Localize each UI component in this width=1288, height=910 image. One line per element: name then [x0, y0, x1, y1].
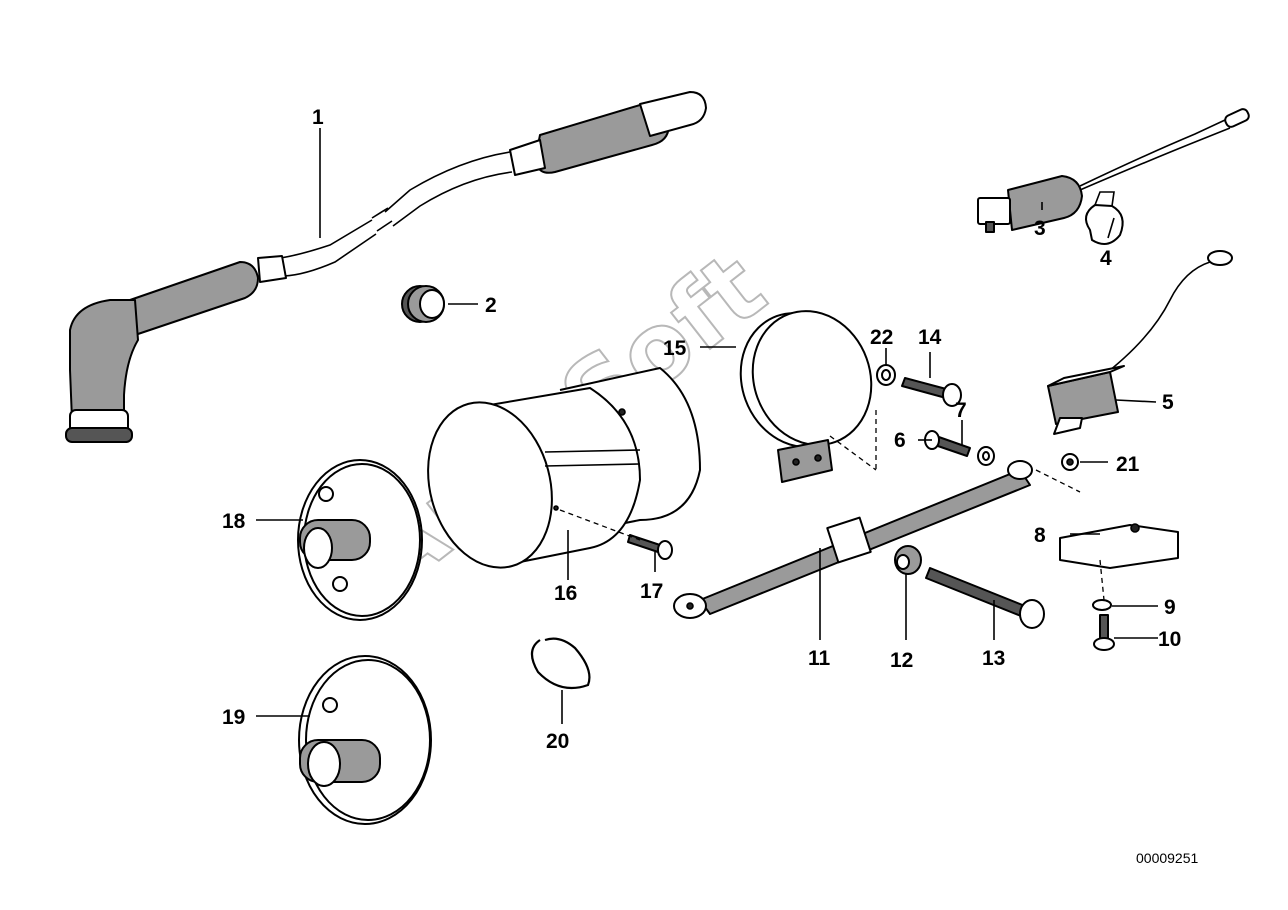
diagram-reference-number: 00009251 — [1136, 850, 1199, 866]
callout-16: 16 — [554, 582, 577, 605]
callout-22: 22 — [870, 326, 893, 349]
callout-21: 21 — [1116, 453, 1140, 476]
part-17-screw — [627, 534, 673, 560]
part-21-lock-washer — [1061, 453, 1079, 471]
callout-14: 14 — [918, 326, 942, 349]
part-6-bolt — [924, 430, 971, 457]
callout-4: 4 — [1100, 247, 1112, 270]
part-2-grommet — [401, 285, 445, 323]
part-5-capacitor — [1047, 250, 1233, 435]
callout-2: 2 — [485, 294, 497, 317]
callout-7: 7 — [955, 399, 967, 422]
callout-labels: 1 2 3 4 5 6 7 8 9 10 11 12 13 14 15 16 1… — [222, 106, 1181, 753]
callout-17: 17 — [640, 580, 663, 603]
part-22-washer — [876, 364, 896, 386]
callout-3: 3 — [1034, 217, 1046, 240]
part-20-ring — [530, 637, 591, 690]
part-19-cover — [298, 655, 432, 825]
part-18-cover — [297, 459, 423, 621]
part-4-clip — [1085, 191, 1124, 245]
assembly-lines — [559, 410, 1105, 601]
callout-18: 18 — [222, 510, 246, 533]
leader-lines — [256, 128, 1158, 724]
callout-11: 11 — [808, 647, 831, 670]
part-10-screw — [1093, 614, 1115, 651]
part-7-washer — [977, 446, 995, 466]
callout-12: 12 — [890, 649, 913, 672]
part-9-washer — [1092, 599, 1112, 611]
callout-9: 9 — [1164, 596, 1176, 619]
callout-15: 15 — [663, 337, 687, 360]
callout-8: 8 — [1034, 524, 1046, 547]
part-3-suppressor — [977, 108, 1250, 233]
callout-20: 20 — [546, 730, 569, 753]
callout-5: 5 — [1162, 391, 1174, 414]
part-15-clamp-band — [739, 310, 873, 483]
part-1-ignition-lead — [65, 91, 707, 443]
part-16-housing-tube — [427, 367, 701, 569]
callout-13: 13 — [982, 647, 1005, 670]
part-14-bolt — [901, 377, 962, 407]
part-13-long-bolt — [925, 567, 1045, 629]
callout-6: 6 — [894, 429, 906, 452]
callout-10: 10 — [1158, 628, 1181, 651]
part-8-bracket — [1059, 523, 1179, 569]
part-11-strap — [673, 460, 1033, 619]
callout-1: 1 — [312, 106, 324, 129]
part-12-spacer — [894, 545, 922, 575]
callout-19: 19 — [222, 706, 245, 729]
